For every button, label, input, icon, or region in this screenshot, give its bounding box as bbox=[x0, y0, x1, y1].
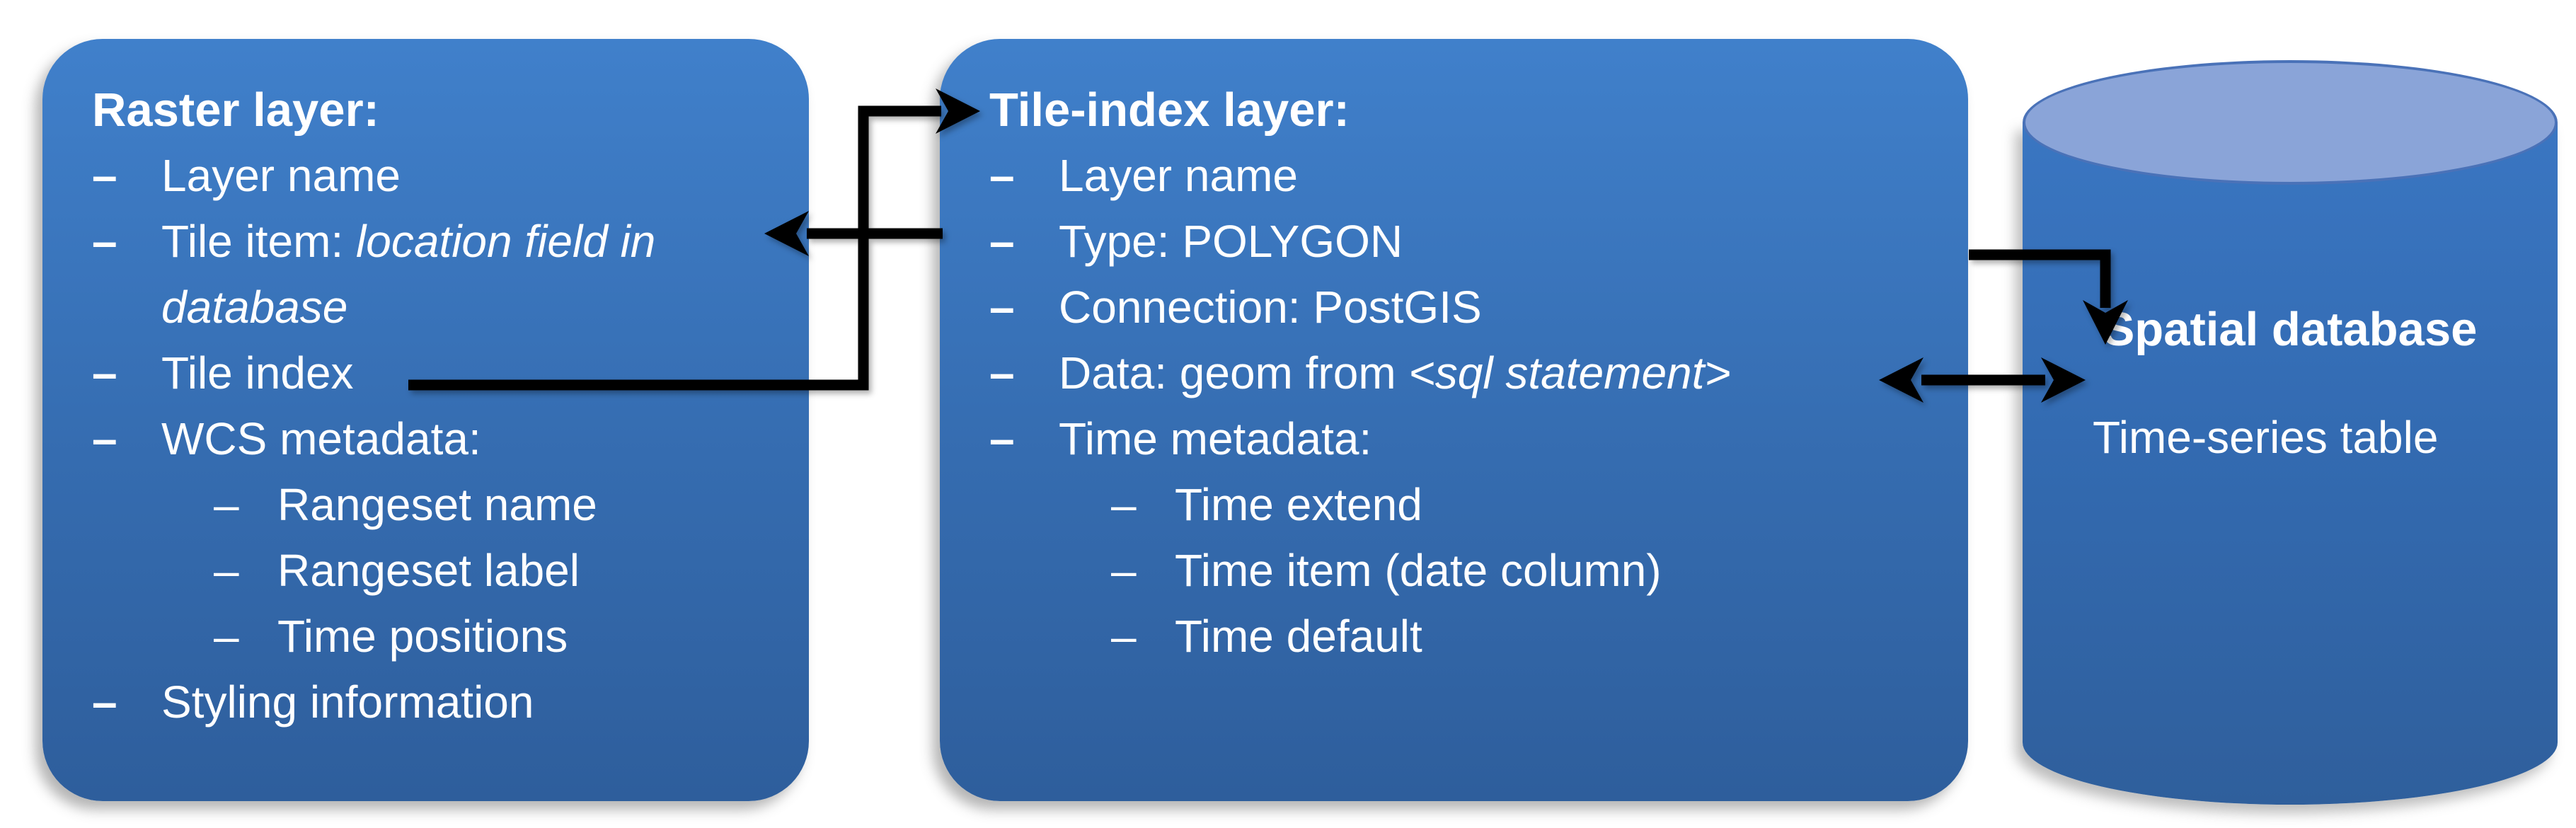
list-item: Layer name bbox=[92, 143, 788, 209]
dash-bullet-icon bbox=[214, 538, 277, 604]
dash-bullet-icon bbox=[989, 406, 1059, 472]
list-item: Tile item: location field in bbox=[92, 209, 788, 275]
raster-layer-box: Raster layer: Layer name Tile item: loca… bbox=[42, 39, 809, 801]
list-item-label: Rangeset label bbox=[277, 545, 580, 596]
list-item-label: Time positions bbox=[277, 611, 568, 662]
list-item: Time metadata: bbox=[989, 406, 1947, 472]
cylinder-top-ellipse bbox=[2023, 60, 2558, 185]
list-item: Tile index bbox=[92, 340, 788, 406]
tile-index-box-title: Tile-index layer: bbox=[989, 84, 1350, 137]
list-item-label: database bbox=[161, 282, 348, 333]
dash-bullet-icon bbox=[92, 340, 161, 406]
dash-bullet-icon bbox=[989, 275, 1059, 340]
dash-bullet-icon bbox=[989, 340, 1059, 406]
dash-bullet-icon bbox=[989, 143, 1059, 209]
list-item-label: Connection: PostGIS bbox=[1059, 282, 1482, 333]
list-item: Connection: PostGIS bbox=[989, 275, 1947, 340]
list-item-label: Time default bbox=[1175, 611, 1422, 662]
list-subitem: Time default bbox=[989, 604, 1947, 669]
list-item-label: Tile index bbox=[161, 347, 354, 398]
list-item-label: Time metadata: bbox=[1059, 413, 1372, 464]
list-subitem: Time extend bbox=[989, 472, 1947, 538]
list-item-label: Styling information bbox=[161, 677, 534, 728]
list-item-label: Data: geom from <sql statement> bbox=[1059, 347, 1731, 398]
spatial-database-title: Spatial database bbox=[2103, 303, 2478, 356]
raster-box-title: Raster layer: bbox=[92, 84, 379, 137]
list-item-label: Time item (date column) bbox=[1175, 545, 1662, 596]
list-item-label: Time extend bbox=[1175, 479, 1422, 530]
list-subitem: Rangeset name bbox=[92, 472, 788, 538]
list-item-label: Tile item: location field in bbox=[161, 216, 656, 267]
list-subitem: Rangeset label bbox=[92, 538, 788, 604]
dash-bullet-icon bbox=[92, 209, 161, 275]
list-item-label: Rangeset name bbox=[277, 479, 597, 530]
list-item-label: WCS metadata: bbox=[161, 413, 481, 464]
list-item: Type: POLYGON bbox=[989, 209, 1947, 275]
dash-bullet-icon bbox=[214, 604, 277, 669]
dash-bullet-icon bbox=[92, 669, 161, 735]
dash-bullet-icon bbox=[92, 143, 161, 209]
list-item: WCS metadata: bbox=[92, 406, 788, 472]
list-item: Styling information bbox=[92, 669, 788, 735]
list-item-continuation: database bbox=[92, 275, 788, 340]
time-series-table-label: Time-series table bbox=[2093, 411, 2439, 463]
list-subitem: Time positions bbox=[92, 604, 788, 669]
dash-bullet-icon bbox=[1111, 538, 1175, 604]
list-subitem: Time item (date column) bbox=[989, 538, 1947, 604]
spatial-database-cylinder: Spatial database Time-series table bbox=[2023, 60, 2558, 805]
dash-bullet-icon bbox=[1111, 472, 1175, 538]
list-item-label: Type: POLYGON bbox=[1059, 216, 1403, 267]
cylinder-body bbox=[2023, 122, 2558, 805]
dash-bullet-icon bbox=[92, 406, 161, 472]
dash-bullet-icon bbox=[214, 472, 277, 538]
tile-index-layer-box: Tile-index layer: Layer name Type: POLYG… bbox=[940, 39, 1968, 801]
list-item: Data: geom from <sql statement> bbox=[989, 340, 1947, 406]
dash-bullet-icon bbox=[1111, 604, 1175, 669]
list-item-label: Layer name bbox=[161, 150, 401, 201]
list-item: Layer name bbox=[989, 143, 1947, 209]
dash-bullet-icon bbox=[989, 209, 1059, 275]
list-item-label: Layer name bbox=[1059, 150, 1298, 201]
